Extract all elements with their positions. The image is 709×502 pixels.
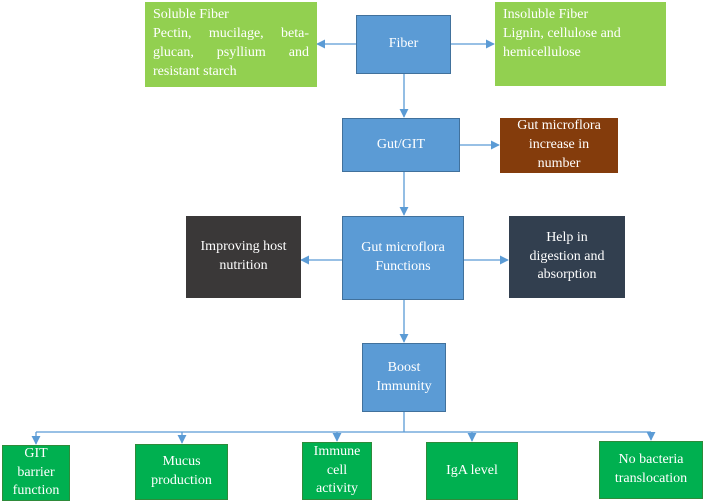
fiber-box: Fiber xyxy=(356,15,451,74)
improving-nutrition-box: Improving host nutrition xyxy=(186,216,301,298)
microflora-functions-label: Gut microflora Functions xyxy=(361,240,445,274)
no-bacteria-label: No bacteria translocation xyxy=(614,452,688,486)
fiber-label: Fiber xyxy=(388,36,419,52)
help-digestion-label: Help in digestion and absorption xyxy=(529,229,605,283)
iga-level-label: IgA level xyxy=(446,462,498,478)
insoluble-fiber-desc: Lignin, cellulose and hemicellulose xyxy=(503,25,621,60)
mucus-production-label: Mucus production xyxy=(151,454,212,488)
soluble-fiber-box: Soluble Fiber Pectin, mucilage, beta-glu… xyxy=(145,2,317,87)
improving-nutrition-label: Improving host nutrition xyxy=(200,239,287,273)
soluble-fiber-desc: Pectin, mucilage, beta-glucan, psyllium … xyxy=(153,25,309,79)
boost-immunity-box: Boost Immunity xyxy=(362,343,446,412)
git-barrier-label: GIT barrier function xyxy=(12,445,60,499)
mucus-production-box: Mucus production xyxy=(135,444,228,500)
git-barrier-box: GIT barrier function xyxy=(2,445,70,501)
microflora-increase-box: Gut microflora increase in number xyxy=(500,118,618,173)
gut-git-label: Gut/GIT xyxy=(376,136,426,152)
help-digestion-box: Help in digestion and absorption xyxy=(509,216,625,298)
insoluble-fiber-box: Insoluble Fiber Lignin, cellulose and he… xyxy=(495,2,666,86)
boost-immunity-label: Boost Immunity xyxy=(376,359,432,394)
microflora-functions-box: Gut microflora Functions xyxy=(342,216,464,300)
immune-cell-box: Immune cell activity xyxy=(302,442,372,500)
iga-level-box: IgA level xyxy=(426,442,518,500)
soluble-fiber-title: Soluble Fiber xyxy=(153,7,229,22)
immune-cell-label: Immune cell activity xyxy=(313,443,361,497)
insoluble-fiber-title: Insoluble Fiber xyxy=(503,7,589,22)
no-bacteria-box: No bacteria translocation xyxy=(599,441,703,499)
gut-git-box: Gut/GIT xyxy=(342,118,460,172)
microflora-increase-label: Gut microflora increase in number xyxy=(517,118,601,171)
